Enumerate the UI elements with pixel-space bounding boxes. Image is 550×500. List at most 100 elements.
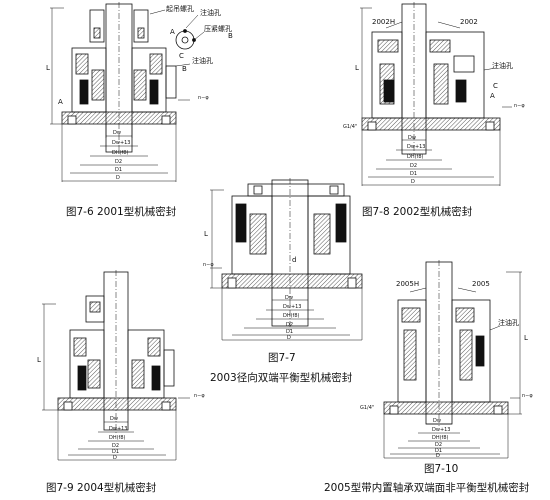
label-n-phi: n−φ: [198, 95, 209, 101]
hatch-block: [137, 27, 145, 39]
label-model-2005: 2005: [472, 280, 490, 288]
dim-D1: D1: [115, 167, 122, 173]
label-n-phi: n−φ: [194, 393, 205, 399]
label-screw-hole: 起吊螺孔: [166, 4, 194, 13]
bolt-hole: [161, 115, 171, 125]
label-L: L: [524, 334, 528, 342]
spring-pack: [383, 79, 395, 103]
caption-fig-7-7: 2003径向双端平衡型机械密封: [210, 372, 353, 384]
caption-fig-7-10: 2005型带内置轴承双端面非平衡型机械密封: [324, 482, 530, 494]
dim-D2: D2: [115, 159, 122, 165]
label-inject-hole: 注油孔: [498, 318, 519, 327]
label-model-2002H: 2002H: [372, 18, 395, 26]
dim-D: D: [116, 175, 120, 181]
side-fitting: [163, 349, 175, 387]
dim-Dw13: Dw+13: [112, 140, 131, 146]
bolt-hole: [67, 115, 77, 125]
top-view-circle: [175, 30, 195, 50]
label-d: d: [292, 256, 296, 264]
dim-D: D: [436, 453, 440, 459]
dim-Dw: Dw: [110, 416, 118, 422]
figure-7-9-drawing: [42, 270, 190, 461]
dim-DH: DH(f8): [407, 154, 424, 160]
gland-flange: [221, 273, 363, 289]
dim-Dw: Dw: [285, 295, 293, 301]
dim-D1: D1: [435, 448, 442, 454]
figure-7-9-labels: L n−φ Dw Dw+13 DH(f8) D2 D1 D: [37, 356, 205, 461]
label-n-phi: n−φ: [522, 393, 533, 399]
figure-7-8-drawing: [360, 2, 512, 186]
dim-DH: DH(f8): [283, 313, 300, 319]
dim-D2: D2: [286, 322, 293, 328]
spring-pack: [455, 79, 467, 103]
figure-7-6-labels: 起吊螺孔 注油孔 压紧螺孔 注油孔 A B C B A L n−φ Dw Dw+…: [46, 4, 233, 181]
label-model-2005H: 2005H: [396, 280, 419, 288]
label-G14: G1/4": [360, 405, 374, 411]
figure-7-6-drawing: [50, 2, 205, 182]
inner-ring: [453, 55, 475, 73]
gland-flange: [383, 401, 509, 415]
screw-hole-dot: [183, 29, 187, 33]
label-L: L: [204, 230, 208, 238]
dim-D1: D1: [112, 449, 119, 455]
dim-D2: D2: [112, 443, 119, 449]
dim-Dw: Dw: [113, 130, 121, 136]
dim-D: D: [113, 455, 117, 461]
label-C: C: [493, 82, 498, 90]
top-bracket: [247, 183, 345, 197]
dim-DH: DH(f8): [432, 435, 449, 441]
top-fitting: [85, 295, 105, 323]
figure-7-8-labels: 2002H 2002 注油孔 C A L G1/4" n−φ Dw Dw+13 …: [343, 18, 525, 185]
label-press-screw-hole: 压紧螺孔: [204, 24, 232, 33]
dim-Dw: Dw: [433, 418, 441, 424]
label-A: A: [58, 98, 63, 106]
dim-D1: D1: [410, 171, 417, 177]
dim-D1: D1: [286, 329, 293, 335]
label-L: L: [46, 64, 50, 72]
dim-D2: D2: [410, 163, 417, 169]
caption-fig-7-8: 图7-8 2002型机械密封: [362, 206, 473, 218]
top-view-inner: [181, 36, 189, 44]
caption-fig-7-9: 图7-9 2004型机械密封: [46, 482, 157, 494]
figure-7-10-labels: 2005H 2005 注油孔 L G1/4" n−φ Dw Dw+13 DH(f…: [360, 280, 533, 459]
spring-pack: [79, 79, 89, 105]
dim-D: D: [287, 335, 291, 341]
caption-fig-7-7-number: 图7-7: [268, 352, 296, 364]
hatch-block: [75, 53, 89, 75]
hatch-block: [93, 27, 101, 39]
lifting-bracket-left: [89, 9, 105, 43]
spring-pack: [149, 79, 159, 105]
hatch-block: [149, 53, 163, 75]
label-A-top: A: [170, 28, 175, 36]
figure-7-10-drawing: [383, 260, 522, 459]
label-C: C: [179, 52, 184, 60]
gland-flange: [61, 111, 177, 125]
figure-7-7-drawing: [210, 178, 363, 341]
figure-7-7-labels: L n−φ d Dw Dw+13 DH(f8) D2 D1 D: [203, 230, 302, 341]
label-n-phi: n−φ: [514, 103, 525, 109]
dim-DH: DH(f8): [109, 435, 126, 441]
label-L: L: [37, 356, 41, 364]
label-inject-hole: 注油孔: [492, 61, 513, 70]
dim-D: D: [411, 179, 415, 185]
caption-fig-7-6: 图7-6 2001型机械密封: [66, 206, 177, 218]
label-A: A: [490, 92, 495, 100]
dim-DH: DH(f8): [112, 150, 129, 156]
dim-Dw13: Dw+13: [432, 427, 451, 433]
dim-Dw13: Dw+13: [109, 426, 128, 432]
hatch-block: [91, 69, 105, 101]
label-model-2002: 2002: [460, 18, 478, 26]
dim-Dw: Dw: [408, 135, 416, 141]
label-inject-hole-top: 注油孔: [200, 8, 221, 17]
label-G14: G1/4": [343, 124, 357, 130]
label-inject-hole-side: 注油孔: [192, 56, 213, 65]
gland-flange: [57, 397, 177, 411]
label-n-phi: n−φ: [203, 262, 214, 268]
gland-flange: [361, 117, 501, 131]
hatch-block: [133, 69, 147, 101]
label-B: B: [182, 65, 187, 73]
label-L: L: [355, 64, 359, 72]
dim-Dw13: Dw+13: [407, 144, 426, 150]
side-fitting: [165, 65, 177, 99]
